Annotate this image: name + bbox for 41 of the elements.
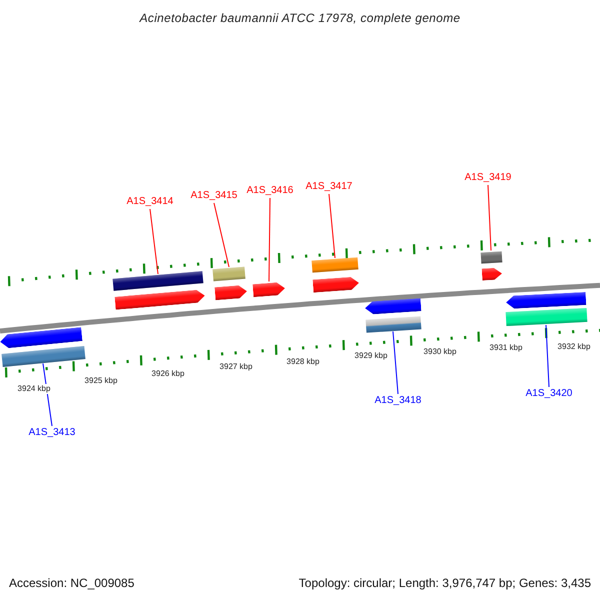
gene-block	[312, 276, 360, 292]
gene-label: A1S_3417	[306, 181, 352, 193]
protein-bar	[212, 266, 246, 282]
leader-line	[42, 363, 52, 426]
gene-label: A1S_3420	[526, 388, 572, 400]
scale-label: 3925 kbp	[84, 376, 118, 386]
gene-block	[214, 284, 248, 300]
protein-bar	[365, 316, 421, 332]
gene-label: A1S_3418	[374, 395, 422, 407]
scale-label: 3931 kbp	[490, 343, 522, 353]
leader-line	[488, 184, 492, 251]
scale-label: 3928 kbp	[286, 357, 320, 367]
leader-line	[546, 324, 550, 388]
scale-label: 3926 kbp	[152, 369, 184, 379]
scale-label: 3932 kbp	[558, 342, 590, 352]
gene-label: A1S_3413	[28, 427, 76, 439]
gene-block	[482, 267, 502, 281]
leader-line	[328, 194, 336, 258]
protein-bar	[1, 346, 85, 366]
gene-label: A1S_3415	[190, 190, 238, 202]
leader-line	[150, 208, 158, 274]
protein-bar	[480, 250, 502, 264]
gene-label: A1S_3414	[126, 196, 174, 208]
protein-bar	[312, 257, 358, 273]
gene-label: A1S_3416	[246, 185, 294, 197]
scale-label: 3924 kbp	[18, 384, 50, 394]
leader-line	[392, 331, 398, 394]
gene-block	[506, 291, 586, 309]
scale-label: 3929 kbp	[354, 351, 388, 361]
protein-bar	[505, 308, 587, 326]
gene-label: A1S_3419	[464, 172, 512, 184]
genome-summary-text: Topology: circular; Length: 3,976,747 bp; Genes: 3,435	[298, 575, 591, 592]
protein-bar	[112, 271, 204, 291]
chart-title: Acinetobacter baumannii ATCC 17978, complete genome	[140, 10, 460, 27]
accession-text: Accession: NC_009085	[9, 575, 134, 592]
scale-label: 3930 kbp	[424, 347, 456, 357]
leader-line	[268, 198, 270, 282]
leader-line	[214, 202, 230, 268]
gene-block	[252, 281, 286, 297]
scale-label: 3927 kbp	[220, 362, 252, 372]
gene-block	[114, 288, 206, 310]
